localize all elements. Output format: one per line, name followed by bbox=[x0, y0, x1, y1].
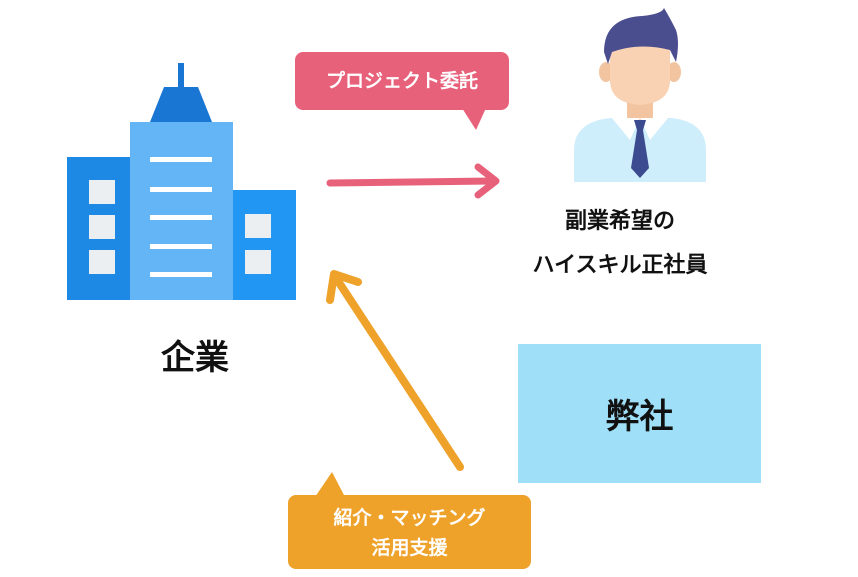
our-company-label: 弊社 bbox=[605, 397, 674, 437]
businessman-icon bbox=[574, 8, 706, 182]
arrow-commission bbox=[326, 163, 500, 199]
bubble-support-shape bbox=[288, 472, 531, 569]
arrow-support bbox=[326, 270, 464, 471]
bubble-project-text: プロジェクト委託 bbox=[325, 70, 478, 92]
worker-label: 副業希望の ハイスキル正社員 bbox=[520, 200, 720, 288]
bubble-support-text: 紹介・マッチング 活用支援 bbox=[288, 495, 531, 563]
bubble-support-line1: 紹介・マッチング bbox=[333, 507, 486, 529]
our-company-box: 弊社 bbox=[518, 344, 761, 483]
company-label: 企業 bbox=[161, 338, 229, 378]
worker-label-line1: 副業希望の bbox=[564, 209, 675, 234]
building-icon bbox=[67, 63, 296, 300]
bubble-project-shape bbox=[295, 52, 509, 130]
bubble-support-line2: 活用支援 bbox=[371, 537, 448, 559]
worker-label-line2: ハイスキル正社員 bbox=[532, 253, 708, 278]
